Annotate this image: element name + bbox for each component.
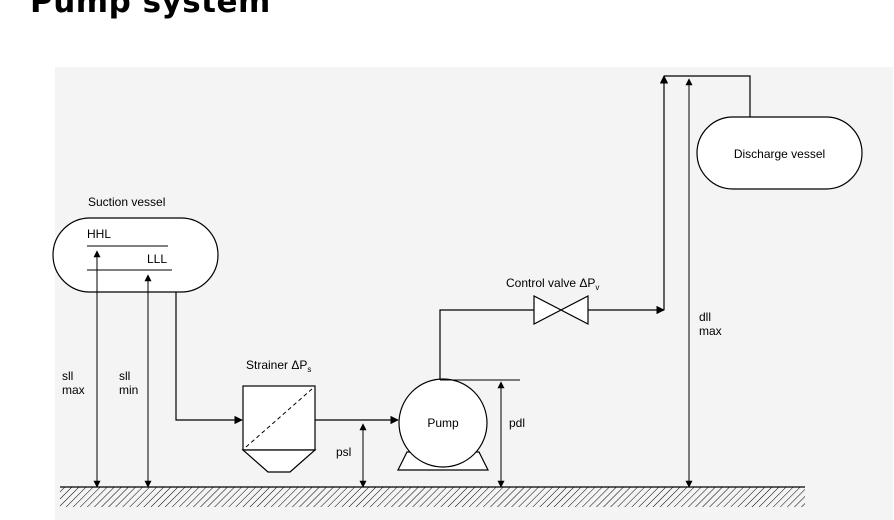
pump-casing [398,378,488,468]
control-valve-symbol [533,295,589,325]
dll-max-label-line2: max [699,324,722,338]
hhl-label: HHL [87,227,111,241]
suction-vessel-shape [52,217,219,293]
discharge-vessel-label: Discharge vessel [734,147,825,161]
pump-discharge-pipe [439,309,534,380]
dimension-dll-max: dll max [685,78,722,488]
pdl-label: pdl [509,416,525,430]
control-valve-label-main: Control valve ΔP [506,276,595,290]
lll-label: LLL [147,252,167,266]
control-valve: Control valve ΔPv [506,276,599,325]
strainer: Strainer ΔPs [241,358,317,473]
ground [60,486,805,507]
strainer-label: Strainer ΔPs [246,358,311,374]
dimension-psl: psl [336,423,367,488]
sll-max-label-line2: max [62,383,85,397]
strainer-label-main: Strainer ΔP [246,358,307,372]
control-valve-label-subscript: v [595,283,599,292]
strainer-label-subscript: s [307,365,311,374]
dimension-sll-max: sll max [62,250,101,488]
sll-max-label-line1: sll [62,369,73,383]
suction-pipe [175,292,243,425]
discharge-vessel: Discharge vessel [696,116,863,190]
psl-label: psl [336,445,351,459]
page-title: Pump system [30,0,271,20]
ground-hatching [60,487,805,507]
sll-min-label-line1: sll [119,369,130,383]
discharge-vessel-shape [696,116,863,190]
suction-vessel-label: Suction vessel [88,195,165,209]
dll-max-label-line1: dll [699,310,711,324]
control-valve-label: Control valve ΔPv [506,276,599,292]
strainer-screen [245,388,313,448]
pump-label: Pump [427,416,459,430]
dimension-pdl: pdl [440,379,525,488]
pump: Pump [397,378,489,471]
dimension-sll-min: sll min [119,274,152,488]
suction-vessel: Suction vessel HHL LLL [52,195,219,293]
strainer-hopper [241,449,317,473]
sll-min-label-line2: min [119,383,138,397]
discharge-header-pipe [664,75,751,117]
